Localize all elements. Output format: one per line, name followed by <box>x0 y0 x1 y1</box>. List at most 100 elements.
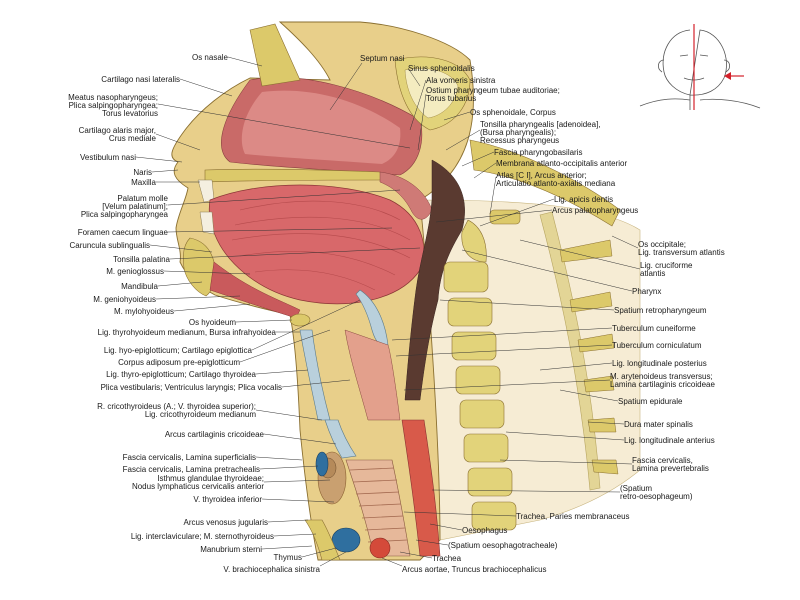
leader-trachea-paries <box>403 511 517 517</box>
vein-section <box>315 451 329 477</box>
label-isthmus-1: Isthmus glandulae thyroideae; <box>157 474 264 483</box>
inset-eyes <box>679 54 709 57</box>
label-dura-mater-spinalis: Dura mater spinalis <box>624 420 693 429</box>
inset-ear-right <box>723 59 730 73</box>
leader-v-thyroidea <box>261 498 335 503</box>
label-fascia-prevertebralis-2: Lamina prevertebralis <box>632 464 709 473</box>
label-pharynx: Pharynx <box>632 287 661 296</box>
tongue-striations <box>231 200 411 291</box>
label-lig-hyoepiglotticum: Lig. hyo-epiglotticum; Cartilago epiglot… <box>104 346 253 355</box>
leader-ala-vomeris <box>409 79 427 131</box>
leader-arcus-palatopharyngeus <box>435 209 553 223</box>
leader-cartilago-nasi-lateralis <box>179 78 233 97</box>
leader-fascia-pretrachealis <box>259 465 319 470</box>
leader-dura-mater <box>587 421 625 425</box>
leader-os-nasale <box>227 56 263 67</box>
leader-lig-interclaviculare <box>273 533 317 537</box>
label-oesophagus: Oesophagus <box>462 526 507 535</box>
leader-isthmus <box>263 479 331 483</box>
label-tonsilla-pharyngealis-3: Recessus pharyngeus <box>480 136 559 145</box>
label-palatum-molle-1: Palatum molle <box>117 194 168 203</box>
label-corpus-adiposum: Corpus adiposum pre-epiglotticum <box>118 358 240 367</box>
leader-lig-apicis <box>479 198 555 227</box>
label-tonsilla-pharyngealis-2: (Bursa pharyngealis); <box>480 128 556 137</box>
hard-palate <box>204 168 383 183</box>
label-tuberculum-corniculatum: Tuberculum corniculatum <box>612 341 702 350</box>
label-lig-thyrohyoideum: Lig. thyrohyoideum medianum, Bursa infra… <box>98 328 277 337</box>
label-spatium-retro-2: retro-oesophageum) <box>620 492 693 501</box>
vertebra-t1 <box>467 467 513 497</box>
label-arcus-palatopharyngeus: Arcus palatopharyngeus <box>552 206 638 215</box>
label-septum-nasi: Septum nasi <box>360 54 405 63</box>
leader-naris <box>151 169 179 173</box>
label-atlas-1: Atlas [C I], Arcus anterior; <box>496 171 587 180</box>
lower-incisor <box>199 211 215 235</box>
trachea <box>345 459 411 557</box>
hyoid-bone <box>289 313 311 327</box>
mandible-section <box>182 237 216 297</box>
label-sinus-sphenoidalis: Sinus sphenoidalis <box>408 64 475 73</box>
label-spatium-retro-1: (Spatium <box>620 484 652 493</box>
leader-spatium-retropharyngeum <box>439 299 615 311</box>
leader-lig-longitudinale-anterius <box>505 431 625 441</box>
label-thymus: Thymus <box>274 553 302 562</box>
label-meatus-3: Torus levatorius <box>102 109 158 118</box>
label-trachea: Trachea <box>432 554 462 563</box>
leader-mylohyoideus <box>173 303 251 312</box>
leader-septum-nasi <box>329 62 363 111</box>
vertebra-c6 <box>459 399 505 429</box>
leader-lines <box>135 56 641 567</box>
label-meatus-1: Meatus nasopharyngeus; <box>68 93 158 102</box>
label-m-genioglossus: M. genioglossus <box>106 267 164 276</box>
label-membrana-atlanto: Membrana atlanto-occipitalis anterior <box>496 159 628 168</box>
vertebra-c3 <box>447 297 493 327</box>
leader-v-brachiocephalica <box>319 551 347 567</box>
leader-lig-thyroepiglotticum <box>255 369 309 375</box>
sphenoid-sinus <box>404 68 459 119</box>
tongue <box>208 184 424 305</box>
orientation-inset <box>639 18 782 110</box>
label-lig-apicis-dentis: Lig. apicis dentis <box>554 195 613 204</box>
leader-arcus-cartilaginis <box>263 433 337 445</box>
leader-manubrium <box>261 545 313 550</box>
cricoid-arch <box>324 419 357 459</box>
leader-r-cricothyroideus <box>255 409 323 421</box>
label-arcus-aortae: Arcus aortae, Truncus brachiocephalicus <box>402 565 547 574</box>
label-plica-vestibularis: Plica vestibularis; Ventriculus laryngis… <box>101 383 282 392</box>
label-os-hyoideum: Os hyoideum <box>189 318 236 327</box>
label-caruncula-sublingualis: Caruncula sublingualis <box>70 241 151 250</box>
label-palatum-molle-2: [Velum palatinum]; <box>102 202 168 211</box>
inset-shoulders <box>639 98 761 109</box>
inset-head-outline <box>662 29 727 110</box>
aortic-arch <box>369 537 391 559</box>
label-os-occipitale-2: Lig. transversum atlantis <box>638 248 725 257</box>
leader-tonsilla-palatina <box>169 247 421 260</box>
occipital-bone <box>469 139 621 227</box>
vertebra-c5 <box>455 365 501 395</box>
leader-ostium <box>417 93 427 151</box>
label-arcus-venosus-jugularis: Arcus venosus jugularis <box>184 518 268 527</box>
label-arcus-cartilaginis: Arcus cartilaginis cricoideae <box>165 430 265 439</box>
label-ostium-1: Ostium pharyngeum tubae auditoriae; <box>426 86 560 95</box>
label-os-occipitale-1: Os occipitale; <box>638 240 686 249</box>
leader-membrana <box>473 162 497 179</box>
leader-arcus-venosus <box>267 519 309 523</box>
leader-arcus-aortae <box>381 557 403 567</box>
tracheal-rings <box>349 467 408 543</box>
label-atlas-2: Articulatio atlanto-axialis mediana <box>496 179 616 188</box>
label-trachea-paries: Trachea, Paries membranaceus <box>516 512 630 521</box>
inset-arrow-head <box>724 72 731 80</box>
leader-tonsilla-pharyngealis <box>445 129 481 151</box>
leader-cartilago-alaris <box>155 133 201 151</box>
label-manubrium-sterni: Manubrium sterni <box>200 545 262 554</box>
spinous-processes <box>559 239 619 475</box>
larynx-lumen <box>344 329 401 421</box>
label-v-brachiocephalica: V. brachiocephalica sinistra <box>223 565 320 574</box>
label-spatium-retropharyngeum: Spatium retropharyngeum <box>614 306 707 315</box>
pharynx-lumen <box>404 159 465 401</box>
nasal-mucosa <box>241 90 401 164</box>
vertebra-c7 <box>463 433 509 463</box>
label-maxilla: Maxilla <box>131 178 156 187</box>
label-cartilago-alaris-2: Crus mediale <box>109 134 157 143</box>
brachiocephalic-vein <box>331 527 361 553</box>
